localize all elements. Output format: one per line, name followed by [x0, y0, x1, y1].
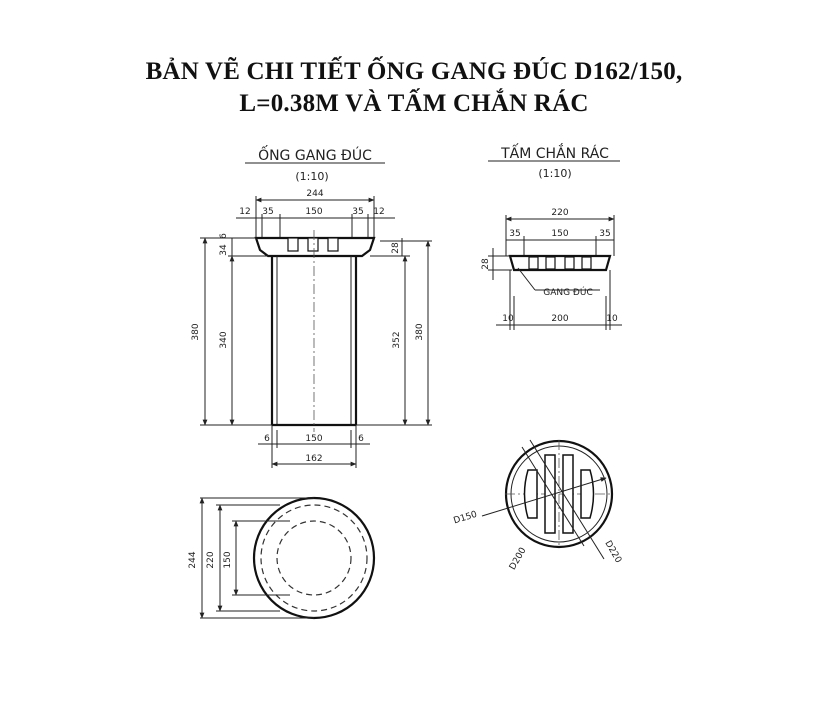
- dim-label-plate-bottom-right: 10: [606, 314, 618, 324]
- plate-view-scale: (1:10): [538, 167, 571, 180]
- material-leader-line: [517, 267, 536, 291]
- pipe-view-scale: (1:10): [295, 170, 328, 183]
- pipe-flange-section: [254, 236, 376, 258]
- material-note: GANG ĐÚC: [543, 286, 593, 298]
- dim-label-right-flange: 35: [352, 207, 363, 217]
- leader-d220: [529, 439, 605, 560]
- plate-plan-slot: [580, 469, 595, 519]
- dim-label-bottom-outer: 162: [305, 454, 322, 464]
- dim-label-left-flange: 35: [262, 207, 273, 217]
- flange-slot: [327, 237, 339, 252]
- plate-plan-view: D150 D200 D220: [452, 439, 623, 572]
- dim-label-bottom-inner: 150: [305, 434, 322, 444]
- dim-label-bottom-wall-left: 6: [264, 434, 270, 444]
- dim-label-height-total-right: 380: [415, 323, 425, 340]
- drawing-title-line1: BẢN VẼ CHI TIẾT ỐNG GANG ĐÚC D162/150,: [145, 58, 683, 85]
- plate-plan-slot: [523, 469, 538, 519]
- dim-label-plate-bottom-left: 10: [502, 314, 514, 324]
- dim-label-plate-right: 35: [599, 229, 610, 239]
- dim-label-height-right-inner: 352: [392, 331, 402, 348]
- dim-label-d150: D150: [452, 510, 478, 527]
- dim-label-bottom-wall-right: 6: [358, 434, 364, 444]
- pipe-view-label: ỐNG GANG ĐÚC: [258, 145, 372, 164]
- leader-d200: [521, 446, 585, 547]
- dim-label-plan-mid: 220: [206, 551, 216, 568]
- leader-d150: [481, 477, 607, 517]
- drawing-title-line2: L=0.38M VÀ TẤM CHẮN RÁC: [239, 90, 589, 117]
- plate-slot: [528, 256, 539, 270]
- flange-slot: [287, 237, 299, 252]
- dim-label-plate-height: 28: [481, 258, 491, 270]
- plate-view-label: TẤM CHẮN RÁC: [500, 143, 609, 162]
- dim-label-plate-bottom-mid: 200: [551, 314, 568, 324]
- plate-slot: [581, 256, 592, 270]
- dim-label-total-width: 244: [306, 189, 323, 199]
- plate-slot: [545, 256, 556, 270]
- dim-label-right-edge: 12: [373, 207, 384, 217]
- dim-label-d220: D220: [602, 539, 623, 565]
- dim-label-d200: D200: [508, 546, 529, 572]
- dim-label-left-edge: 12: [239, 207, 250, 217]
- dim-label-flange-h: 34: [219, 244, 229, 256]
- dim-label-flange-h-right: 28: [391, 242, 401, 254]
- pipe-plan-mid-circle: [260, 504, 368, 612]
- dim-label-height-total-left: 380: [191, 323, 201, 340]
- dim-label-inner: 150: [305, 207, 322, 217]
- flange-slot: [307, 237, 319, 252]
- dim-label-plate-width: 220: [551, 208, 568, 218]
- dim-label-body-height: 340: [219, 331, 229, 348]
- plate-section: [508, 254, 612, 272]
- dim-label-top-small: 6: [219, 233, 229, 239]
- dim-label-plate-left: 35: [509, 229, 520, 239]
- dim-label-plan-outer: 244: [188, 551, 198, 568]
- dim-label-plate-mid: 150: [551, 229, 568, 239]
- plate-slot: [564, 256, 575, 270]
- pipe-plan-view: 244 220 150: [188, 496, 376, 620]
- pipe-plan-inner-circle: [276, 520, 352, 596]
- pipe-plan-outer-circle: [252, 496, 376, 620]
- pipe-elevation-view: ỐNG GANG ĐÚC (1:10) 244 12 35 150 35 12: [191, 145, 432, 468]
- dim-label-plan-inner: 150: [223, 551, 233, 568]
- plate-elevation-view: TẤM CHẮN RÁC (1:10) 220 35 150 35 28 GAN…: [481, 143, 622, 330]
